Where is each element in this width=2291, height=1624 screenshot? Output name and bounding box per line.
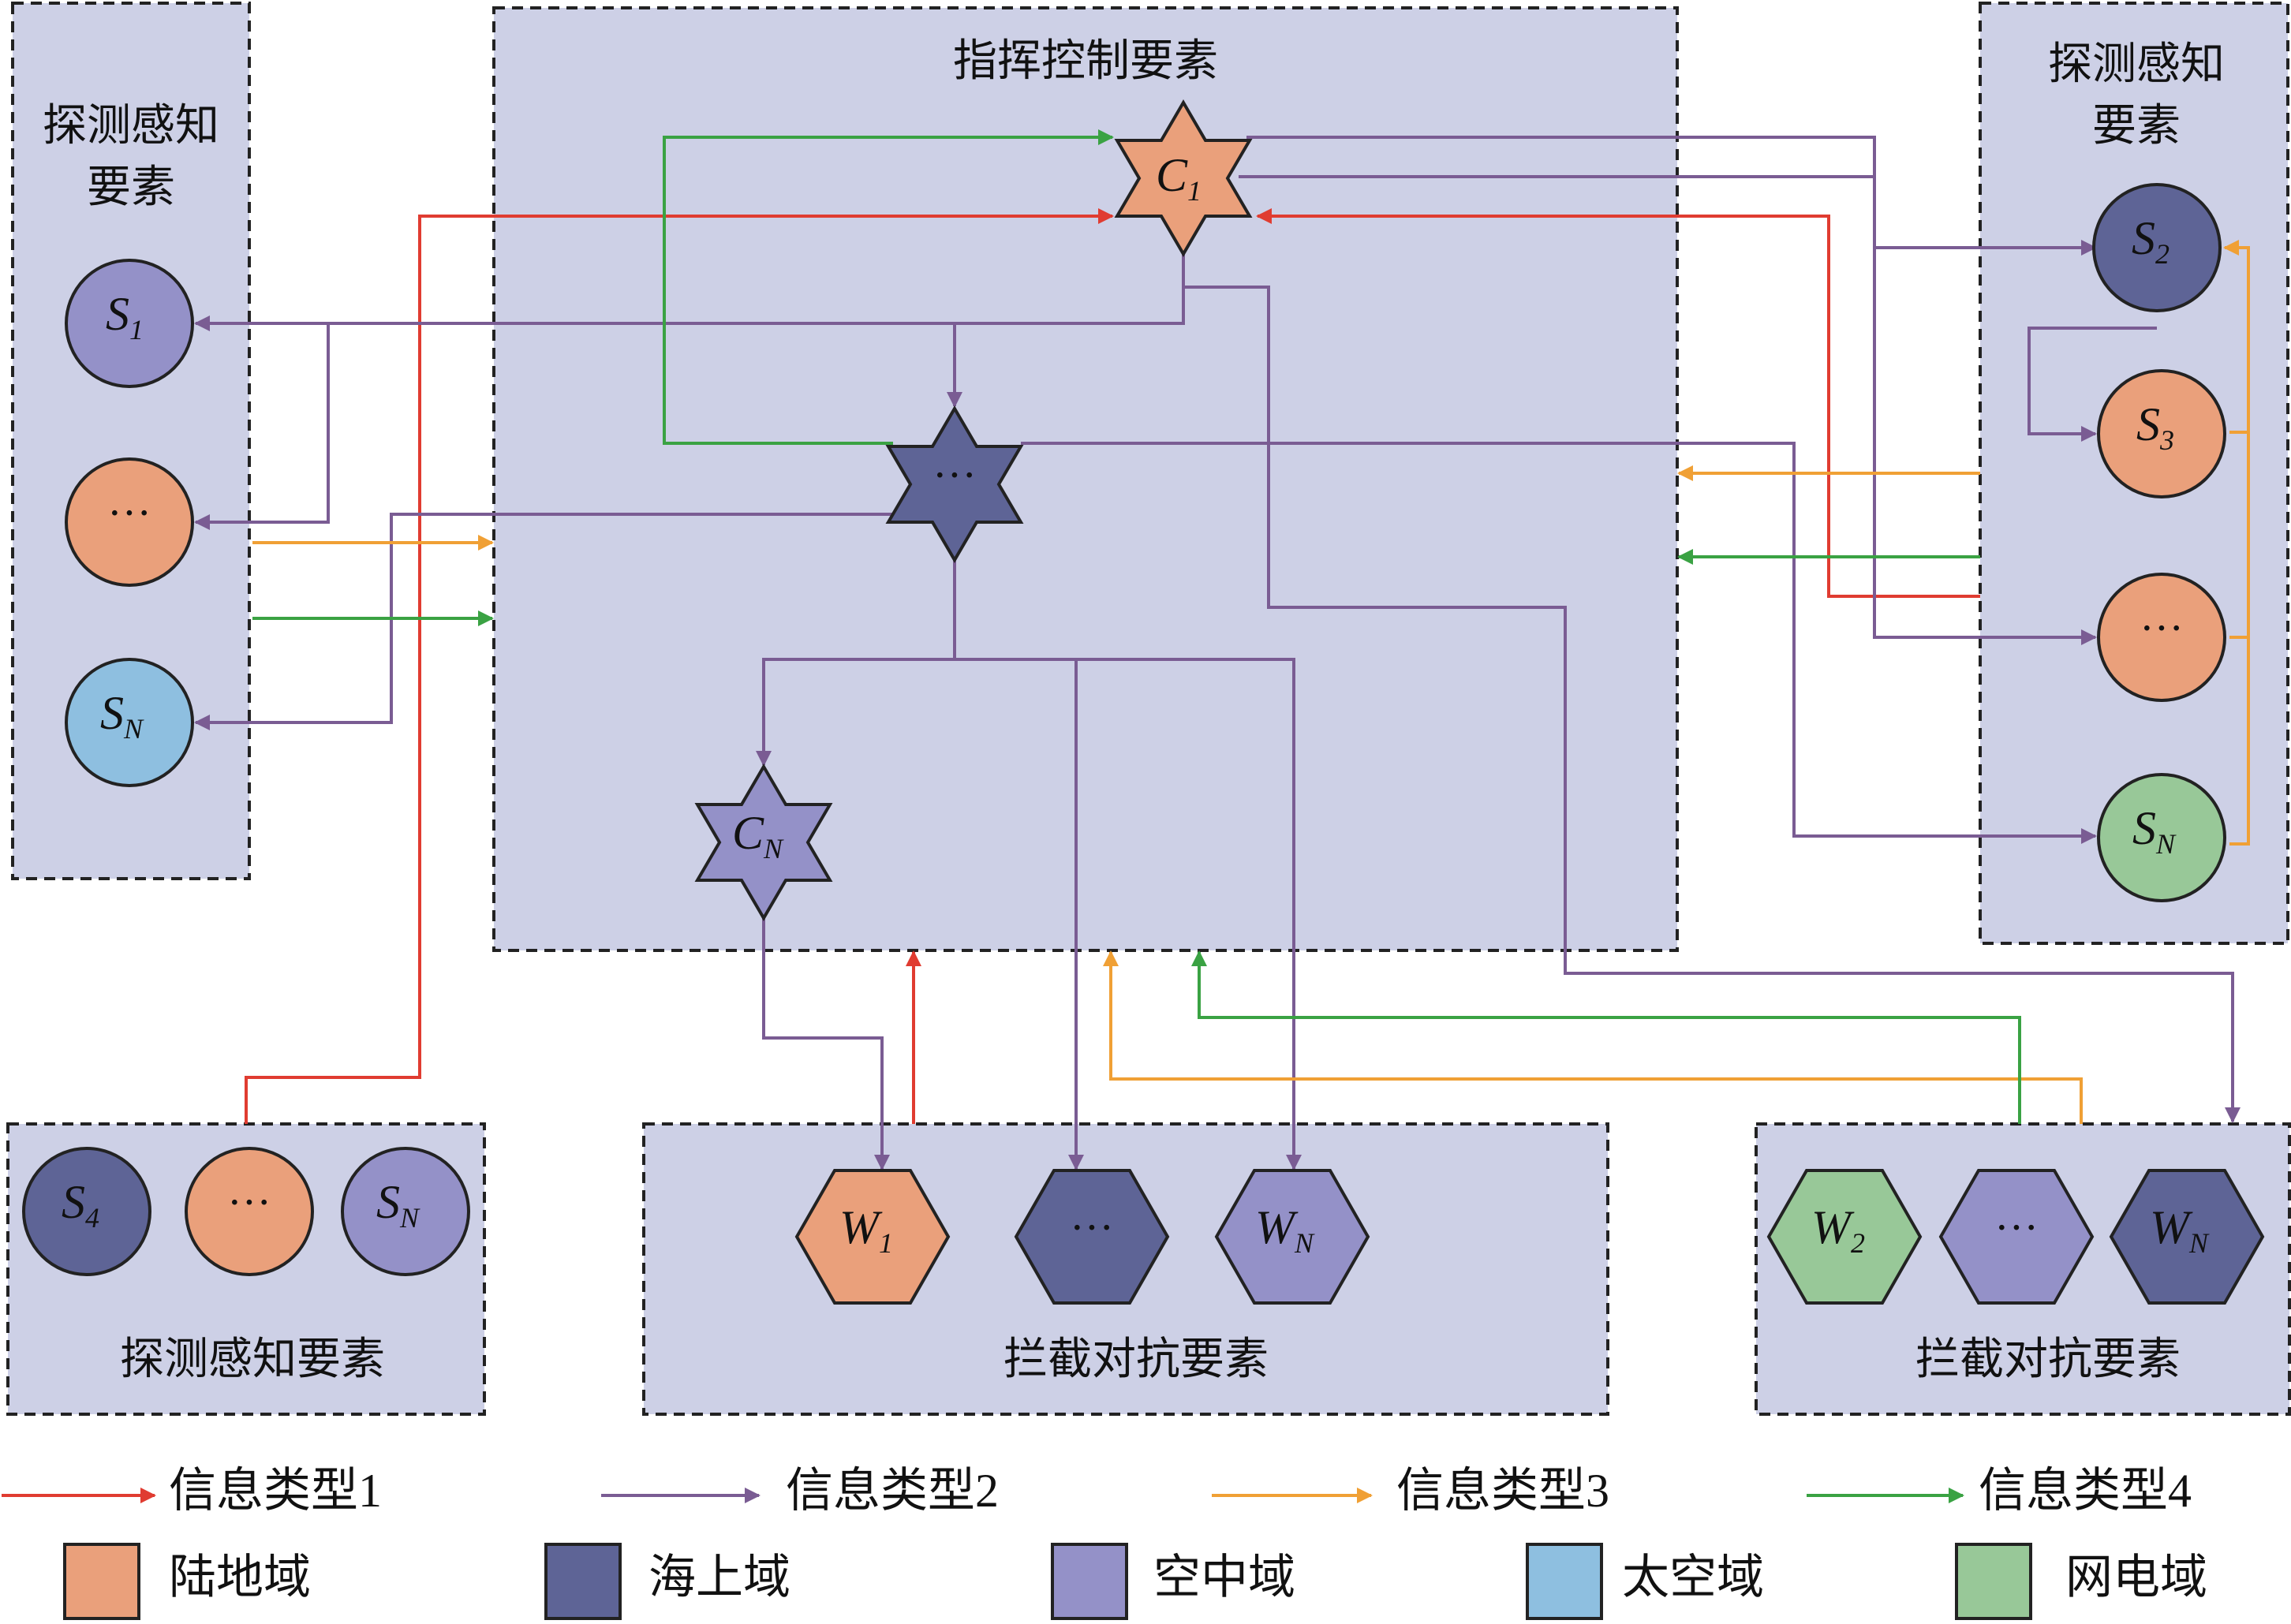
legend-cyber-swatch — [1955, 1543, 2032, 1620]
node-wn-mid-label: WN — [1255, 1201, 1315, 1260]
node-c1 — [1114, 99, 1253, 257]
node-sn-left-label: SN — [100, 687, 144, 745]
node-wn-mid — [1214, 1169, 1370, 1305]
node-sleft-dots-label: ··· — [107, 489, 151, 538]
group-titles: 指挥控制要素 探测感知 要素 探测感知 要素 探测感知要素 拦截对抗要素 拦截对… — [43, 37, 2225, 1384]
edge-s2-to-s3 — [2028, 327, 2157, 442]
intercept-right-title: 拦截对抗要素 — [1915, 1335, 2181, 1384]
node-s2-label: S2 — [2132, 212, 2170, 271]
edge-s4-to-c1 — [245, 208, 1114, 1124]
legend-sea-label: 海上域 — [648, 1551, 790, 1603]
legend-land-label: 陆地域 — [169, 1551, 311, 1603]
edge-cmid-to-c1-green — [663, 129, 1114, 445]
node-w1 — [794, 1169, 951, 1305]
node-wright-dots-label: ··· — [1994, 1204, 2039, 1253]
legend-type4-label: 信息类型4 — [1979, 1465, 2192, 1517]
legend-domains: 陆地域 海上域 空中域 太空域 网电域 — [63, 1543, 2207, 1620]
node-cn-label: CN — [732, 807, 784, 865]
node-cmid — [885, 405, 1024, 563]
legend-space-swatch — [1526, 1543, 1603, 1620]
node-wn-right — [2109, 1169, 2265, 1305]
edge-cmid-to-wn-mid — [1076, 658, 1302, 1170]
edge-cmid-to-sleft-dots — [194, 322, 955, 530]
node-wmid-dots — [1014, 1169, 1170, 1305]
node-s3 — [2097, 369, 2226, 498]
sense-right-title-line2: 要素 — [2092, 102, 2181, 151]
legend-info-types: 信息类型1 信息类型2 信息类型3 信息类型4 — [2, 1465, 2192, 1517]
sense-right-title-line1: 探测感知 — [2048, 40, 2225, 89]
legend-type3-label: 信息类型3 — [1396, 1465, 1609, 1517]
node-sn-bottom — [341, 1147, 470, 1276]
edge-c1-to-wnright — [1183, 286, 2241, 1123]
node-s3-label: S3 — [2136, 398, 2174, 457]
legend-type1-label: 信息类型1 — [169, 1465, 382, 1517]
node-sright-dots — [2097, 573, 2226, 702]
node-w2-label: W2 — [1811, 1201, 1865, 1260]
node-c1-label: C1 — [1156, 149, 1202, 207]
legend-type2-label: 信息类型2 — [786, 1465, 999, 1517]
node-sn-right — [2097, 773, 2226, 902]
node-sbottom-dots-label: ··· — [227, 1178, 271, 1227]
legend-land-swatch — [63, 1543, 140, 1620]
node-w2 — [1766, 1169, 1923, 1305]
sense-left-title-line1: 探测感知 — [43, 102, 219, 151]
node-sleft-dots — [65, 457, 194, 587]
edge-cn-to-w1 — [762, 907, 890, 1170]
command-title: 指挥控制要素 — [953, 37, 1218, 86]
node-sn-left — [65, 658, 194, 787]
node-cmid-label: ··· — [932, 451, 977, 500]
legend-air-swatch — [1051, 1543, 1128, 1620]
edge-sright-dots-to-c1 — [1256, 208, 1980, 598]
node-cn — [694, 763, 833, 921]
intercept-mid-title: 拦截对抗要素 — [1003, 1335, 1269, 1384]
node-s4-label: S4 — [62, 1176, 99, 1234]
edge-orange-to-s2 — [2223, 240, 2250, 432]
edge-cmid-to-snright — [1021, 442, 2097, 844]
node-wmid-dots-label: ··· — [1070, 1204, 1114, 1253]
node-sn-bottom-label: SN — [376, 1176, 420, 1234]
edge-cmid-to-cn — [756, 658, 955, 767]
node-w1-label: W1 — [839, 1201, 893, 1260]
node-sright-dots-label: ··· — [2140, 604, 2184, 653]
legend-cyber-label: 网电域 — [2065, 1551, 2207, 1603]
node-wn-right-label: WN — [2150, 1201, 2210, 1260]
legend-air-label: 空中域 — [1153, 1551, 1295, 1603]
nodes: C1 ··· CN S1 ··· SN S2 S3 ··· SN S4 ··· … — [22, 99, 2265, 1305]
edges — [194, 129, 2250, 1170]
edge-c1-to-sright-dots — [1239, 175, 2097, 645]
node-sbottom-dots — [185, 1147, 314, 1276]
sense-left-title-line2: 要素 — [87, 163, 175, 212]
legend-space-label: 太空域 — [1622, 1551, 1764, 1603]
sense-bottom-title: 探测感知要素 — [120, 1335, 385, 1384]
node-s1-label: S1 — [106, 288, 144, 346]
edge-w2-to-command-green — [1191, 950, 2021, 1124]
node-s4 — [22, 1147, 151, 1276]
node-sn-right-label: SN — [2132, 802, 2177, 861]
edge-w2-to-command-orange — [1103, 950, 2083, 1124]
node-wright-dots — [1938, 1169, 2095, 1305]
node-s2 — [2092, 183, 2222, 312]
legend-sea-swatch — [544, 1543, 622, 1620]
node-s1 — [65, 259, 194, 388]
command-box — [492, 6, 1679, 952]
